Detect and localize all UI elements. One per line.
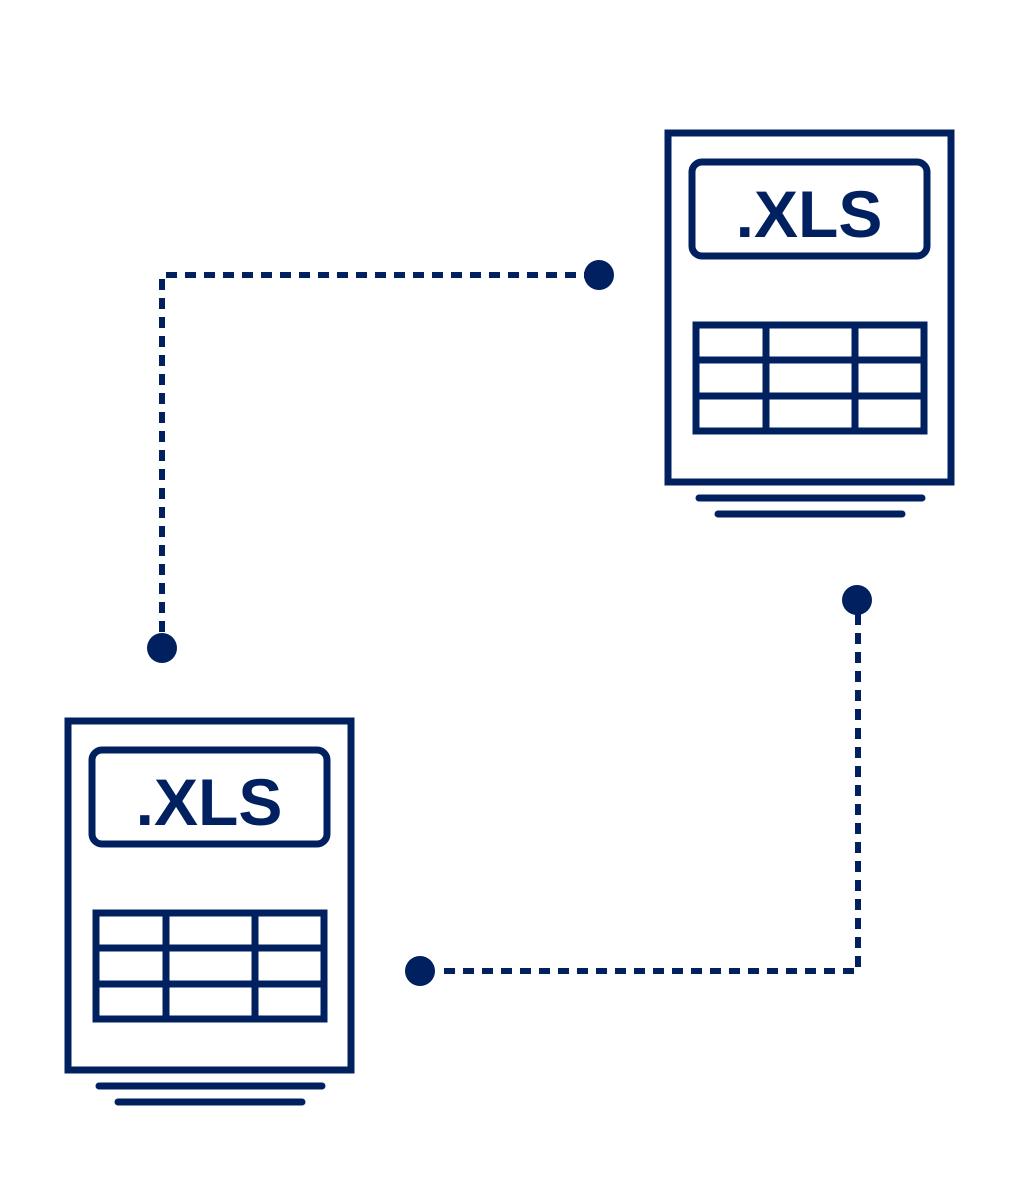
dotted-connector-line bbox=[159, 272, 590, 632]
xls-label-box bbox=[688, 158, 931, 260]
xls-label-box bbox=[88, 746, 331, 848]
connector-endpoint-dot bbox=[405, 956, 435, 986]
xls-label-text: .XLS bbox=[736, 177, 883, 251]
connector-endpoint-dot bbox=[147, 633, 177, 663]
document-base-lines bbox=[95, 1082, 326, 1106]
connector-endpoint-dot bbox=[584, 260, 614, 290]
spreadsheet-document-bottom: .XLS bbox=[64, 717, 355, 1106]
document-base-lines bbox=[695, 494, 926, 518]
document-frame bbox=[664, 129, 955, 486]
connector-endpoint-dot bbox=[842, 585, 872, 615]
xls-label-text: .XLS bbox=[136, 765, 283, 839]
dotted-connector-bottom-right bbox=[405, 585, 872, 986]
dotted-connector-line bbox=[436, 614, 861, 974]
spreadsheet-grid-icon bbox=[692, 321, 928, 435]
document-frame bbox=[64, 717, 355, 1074]
spreadsheet-grid-icon bbox=[92, 909, 328, 1023]
dotted-connector-top-left bbox=[147, 260, 614, 663]
spreadsheet-document-top: .XLS bbox=[664, 129, 955, 518]
